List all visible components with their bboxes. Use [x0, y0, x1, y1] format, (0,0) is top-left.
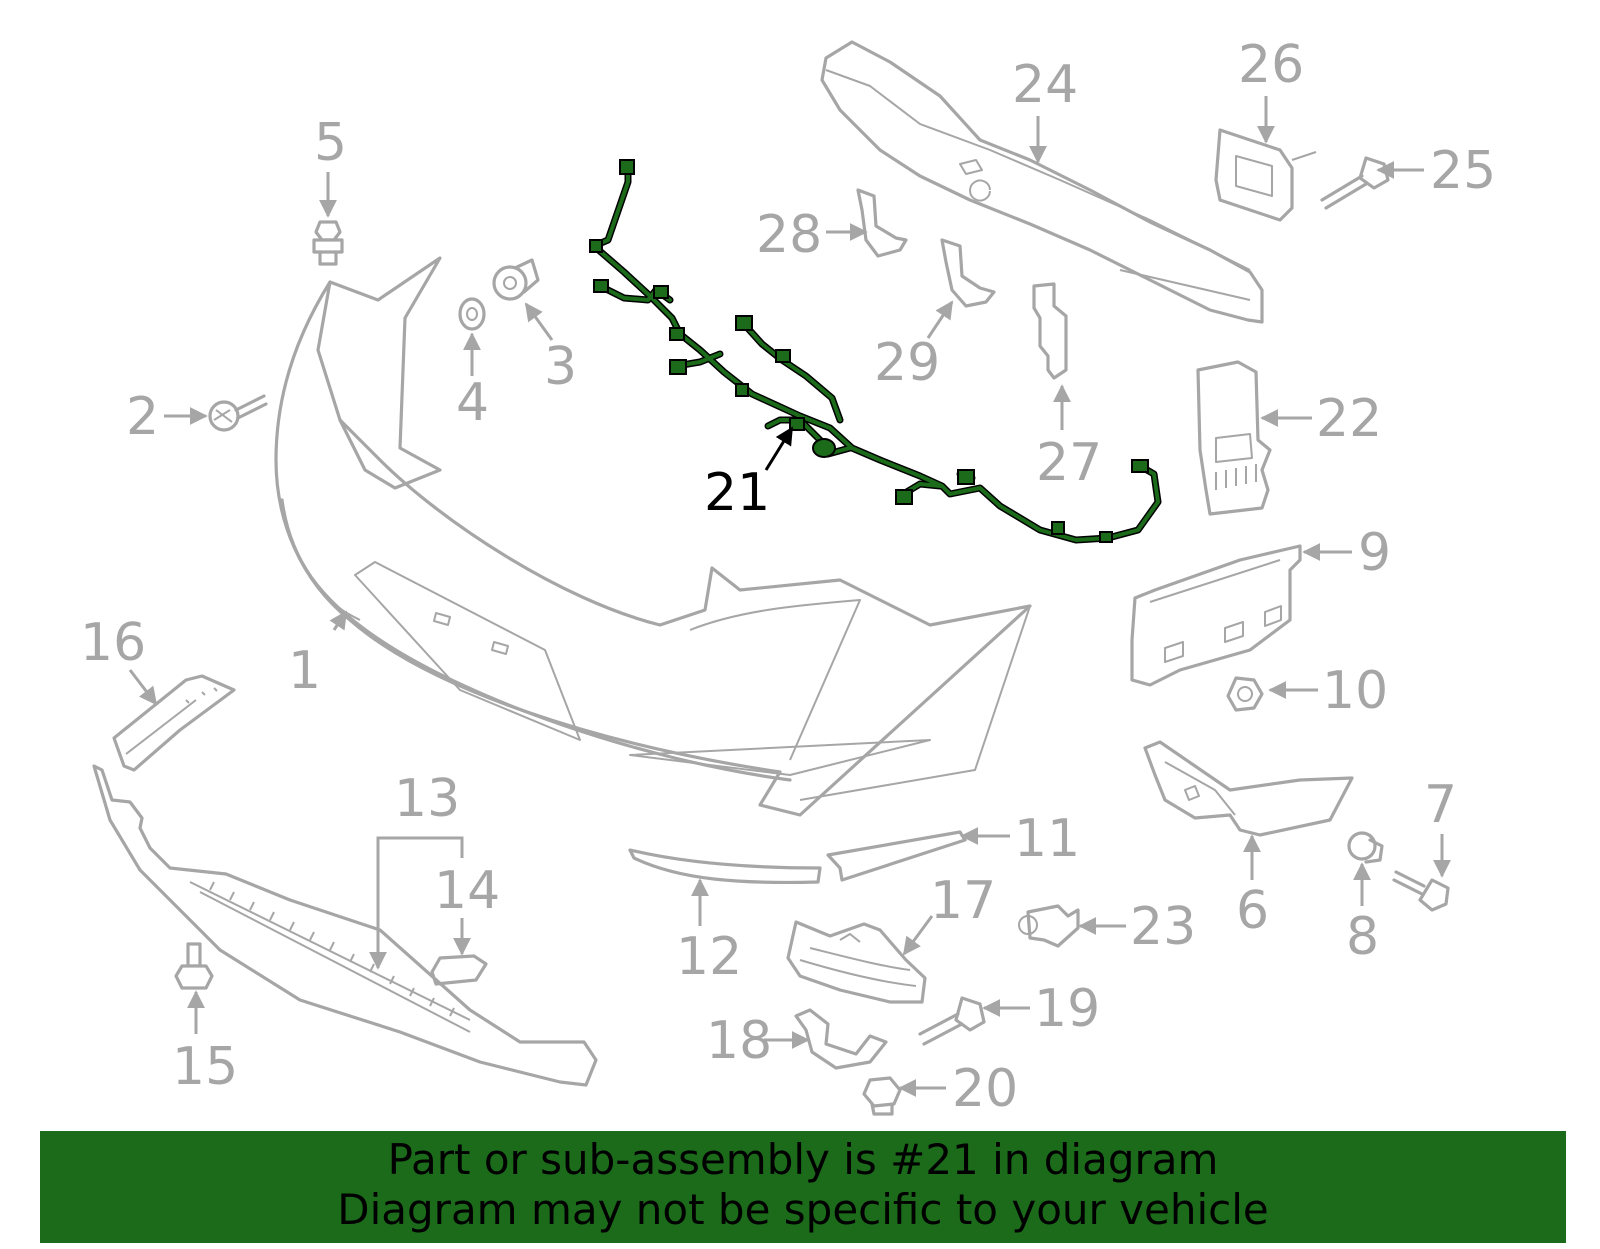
callout-7: 7	[1424, 775, 1457, 835]
callout-12: 12	[676, 927, 742, 987]
callout-20: 20	[952, 1059, 1018, 1119]
molding-11-part[interactable]	[826, 830, 967, 882]
callout-24: 24	[1012, 55, 1078, 115]
bolt-19-part[interactable]	[918, 996, 986, 1046]
beam-24-part[interactable]	[820, 40, 1264, 324]
nut-10-part[interactable]	[1226, 676, 1264, 712]
leader-1	[329, 610, 348, 631]
bracket-6-part[interactable]	[1143, 740, 1354, 837]
pad-14-part[interactable]	[430, 954, 488, 986]
callout-labels: 1 2 3 4 5 6 7 8 9 10 11 12 13 14 15 16 1…	[80, 35, 1496, 1119]
callout-3: 3	[544, 337, 577, 397]
leader-3	[524, 302, 554, 341]
bracket-18-part[interactable]	[794, 1008, 888, 1070]
banner-line-disclaimer: Diagram may not be specific to your vehi…	[337, 1185, 1269, 1234]
skid-plate-13-part[interactable]	[92, 764, 598, 1087]
bracket-27-part[interactable]	[1032, 282, 1068, 380]
bolt-15-part[interactable]	[174, 942, 214, 990]
callout-9: 9	[1358, 523, 1391, 583]
callout-10: 10	[1322, 661, 1388, 721]
bolt-7-part[interactable]	[1392, 870, 1450, 912]
bracket-9-part[interactable]	[1130, 544, 1302, 687]
callout-26: 26	[1238, 35, 1304, 95]
callout-2: 2	[126, 387, 159, 447]
callout-5: 5	[314, 113, 347, 173]
bracket-29-part[interactable]	[940, 238, 996, 308]
callout-18: 18	[706, 1011, 772, 1071]
bracket-28-part[interactable]	[856, 188, 908, 258]
callout-21: 21	[704, 463, 770, 523]
callout-23: 23	[1130, 897, 1196, 957]
leader-21	[764, 426, 794, 471]
callout-14: 14	[434, 861, 500, 921]
lamp-17-part[interactable]	[786, 920, 927, 1004]
bracket-26-part[interactable]	[1214, 128, 1317, 222]
callout-19: 19	[1034, 979, 1100, 1039]
banner-line-part-number: Part or sub-assembly is #21 in diagram	[387, 1135, 1219, 1184]
washer-4-part[interactable]	[458, 297, 486, 331]
bracket-22-part[interactable]	[1196, 360, 1272, 516]
bracket-16-part[interactable]	[112, 674, 236, 772]
leader-lines	[128, 96, 1451, 1097]
bumper-cover-part[interactable]	[274, 256, 1032, 817]
callout-13: 13	[394, 769, 460, 829]
clip-23-part[interactable]	[1018, 904, 1080, 948]
bolt-25-part[interactable]	[1320, 156, 1390, 210]
callout-11: 11	[1014, 809, 1080, 869]
leader-16	[128, 669, 158, 706]
clip-3-part[interactable]	[492, 258, 540, 301]
callout-16: 16	[80, 613, 146, 673]
leader-17	[902, 915, 934, 956]
callout-27: 27	[1036, 433, 1102, 493]
callout-6: 6	[1236, 881, 1269, 941]
callout-29: 29	[874, 333, 940, 393]
callout-15: 15	[172, 1037, 238, 1097]
bolt-5-part[interactable]	[312, 220, 344, 266]
callout-17: 17	[930, 871, 996, 931]
molding-12-part[interactable]	[628, 848, 822, 885]
info-banner: Part or sub-assembly is #21 in diagram D…	[40, 1131, 1566, 1243]
nut-20-part[interactable]	[862, 1076, 902, 1116]
callout-4: 4	[456, 373, 489, 433]
callout-1: 1	[288, 641, 321, 701]
leader-13	[376, 836, 464, 968]
callout-22: 22	[1316, 389, 1382, 449]
wiring-harness-21-part[interactable]	[589, 159, 1162, 544]
callout-8: 8	[1346, 907, 1379, 967]
callout-25: 25	[1430, 141, 1496, 201]
screw-2-part[interactable]	[208, 394, 268, 432]
callout-28: 28	[756, 205, 822, 265]
leader-29	[926, 300, 954, 339]
clip-8-part[interactable]	[1347, 831, 1384, 864]
